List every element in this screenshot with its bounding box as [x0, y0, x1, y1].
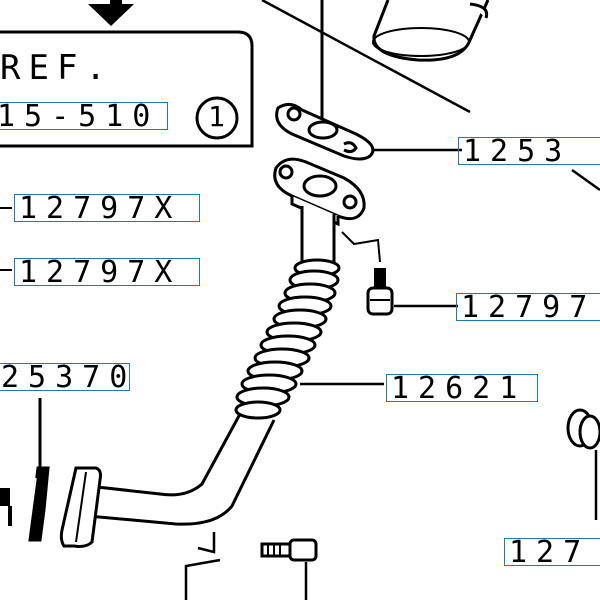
ref-box	[0, 30, 254, 148]
down-arrow-icon	[88, 0, 134, 26]
lower-pipe	[87, 413, 276, 526]
left-plate	[27, 398, 50, 542]
ref-part-code[interactable]: 15-510	[0, 102, 168, 130]
ref-circle-number: 1	[208, 100, 225, 133]
ring-part	[566, 408, 600, 450]
callout-25370[interactable]: 25370	[0, 363, 130, 391]
bolt	[366, 268, 394, 316]
callout-12797x-b[interactable]: 12797X	[14, 258, 200, 286]
left-bolt	[0, 488, 12, 526]
callout-12797x-a[interactable]: 12797X	[14, 194, 200, 222]
bottom-bolt	[260, 538, 318, 562]
gasket	[275, 103, 375, 161]
callout-12621[interactable]: 12621	[386, 374, 538, 402]
bellows	[234, 258, 341, 420]
cylinder-part	[372, 0, 490, 62]
pipe-end-flange	[59, 466, 102, 548]
callout-127[interactable]: 127	[504, 538, 600, 566]
callout-1253[interactable]: 1253	[458, 137, 600, 165]
ref-circle	[195, 96, 239, 140]
callout-12797[interactable]: 12797	[456, 293, 600, 321]
ref-label: REF.	[0, 48, 114, 88]
